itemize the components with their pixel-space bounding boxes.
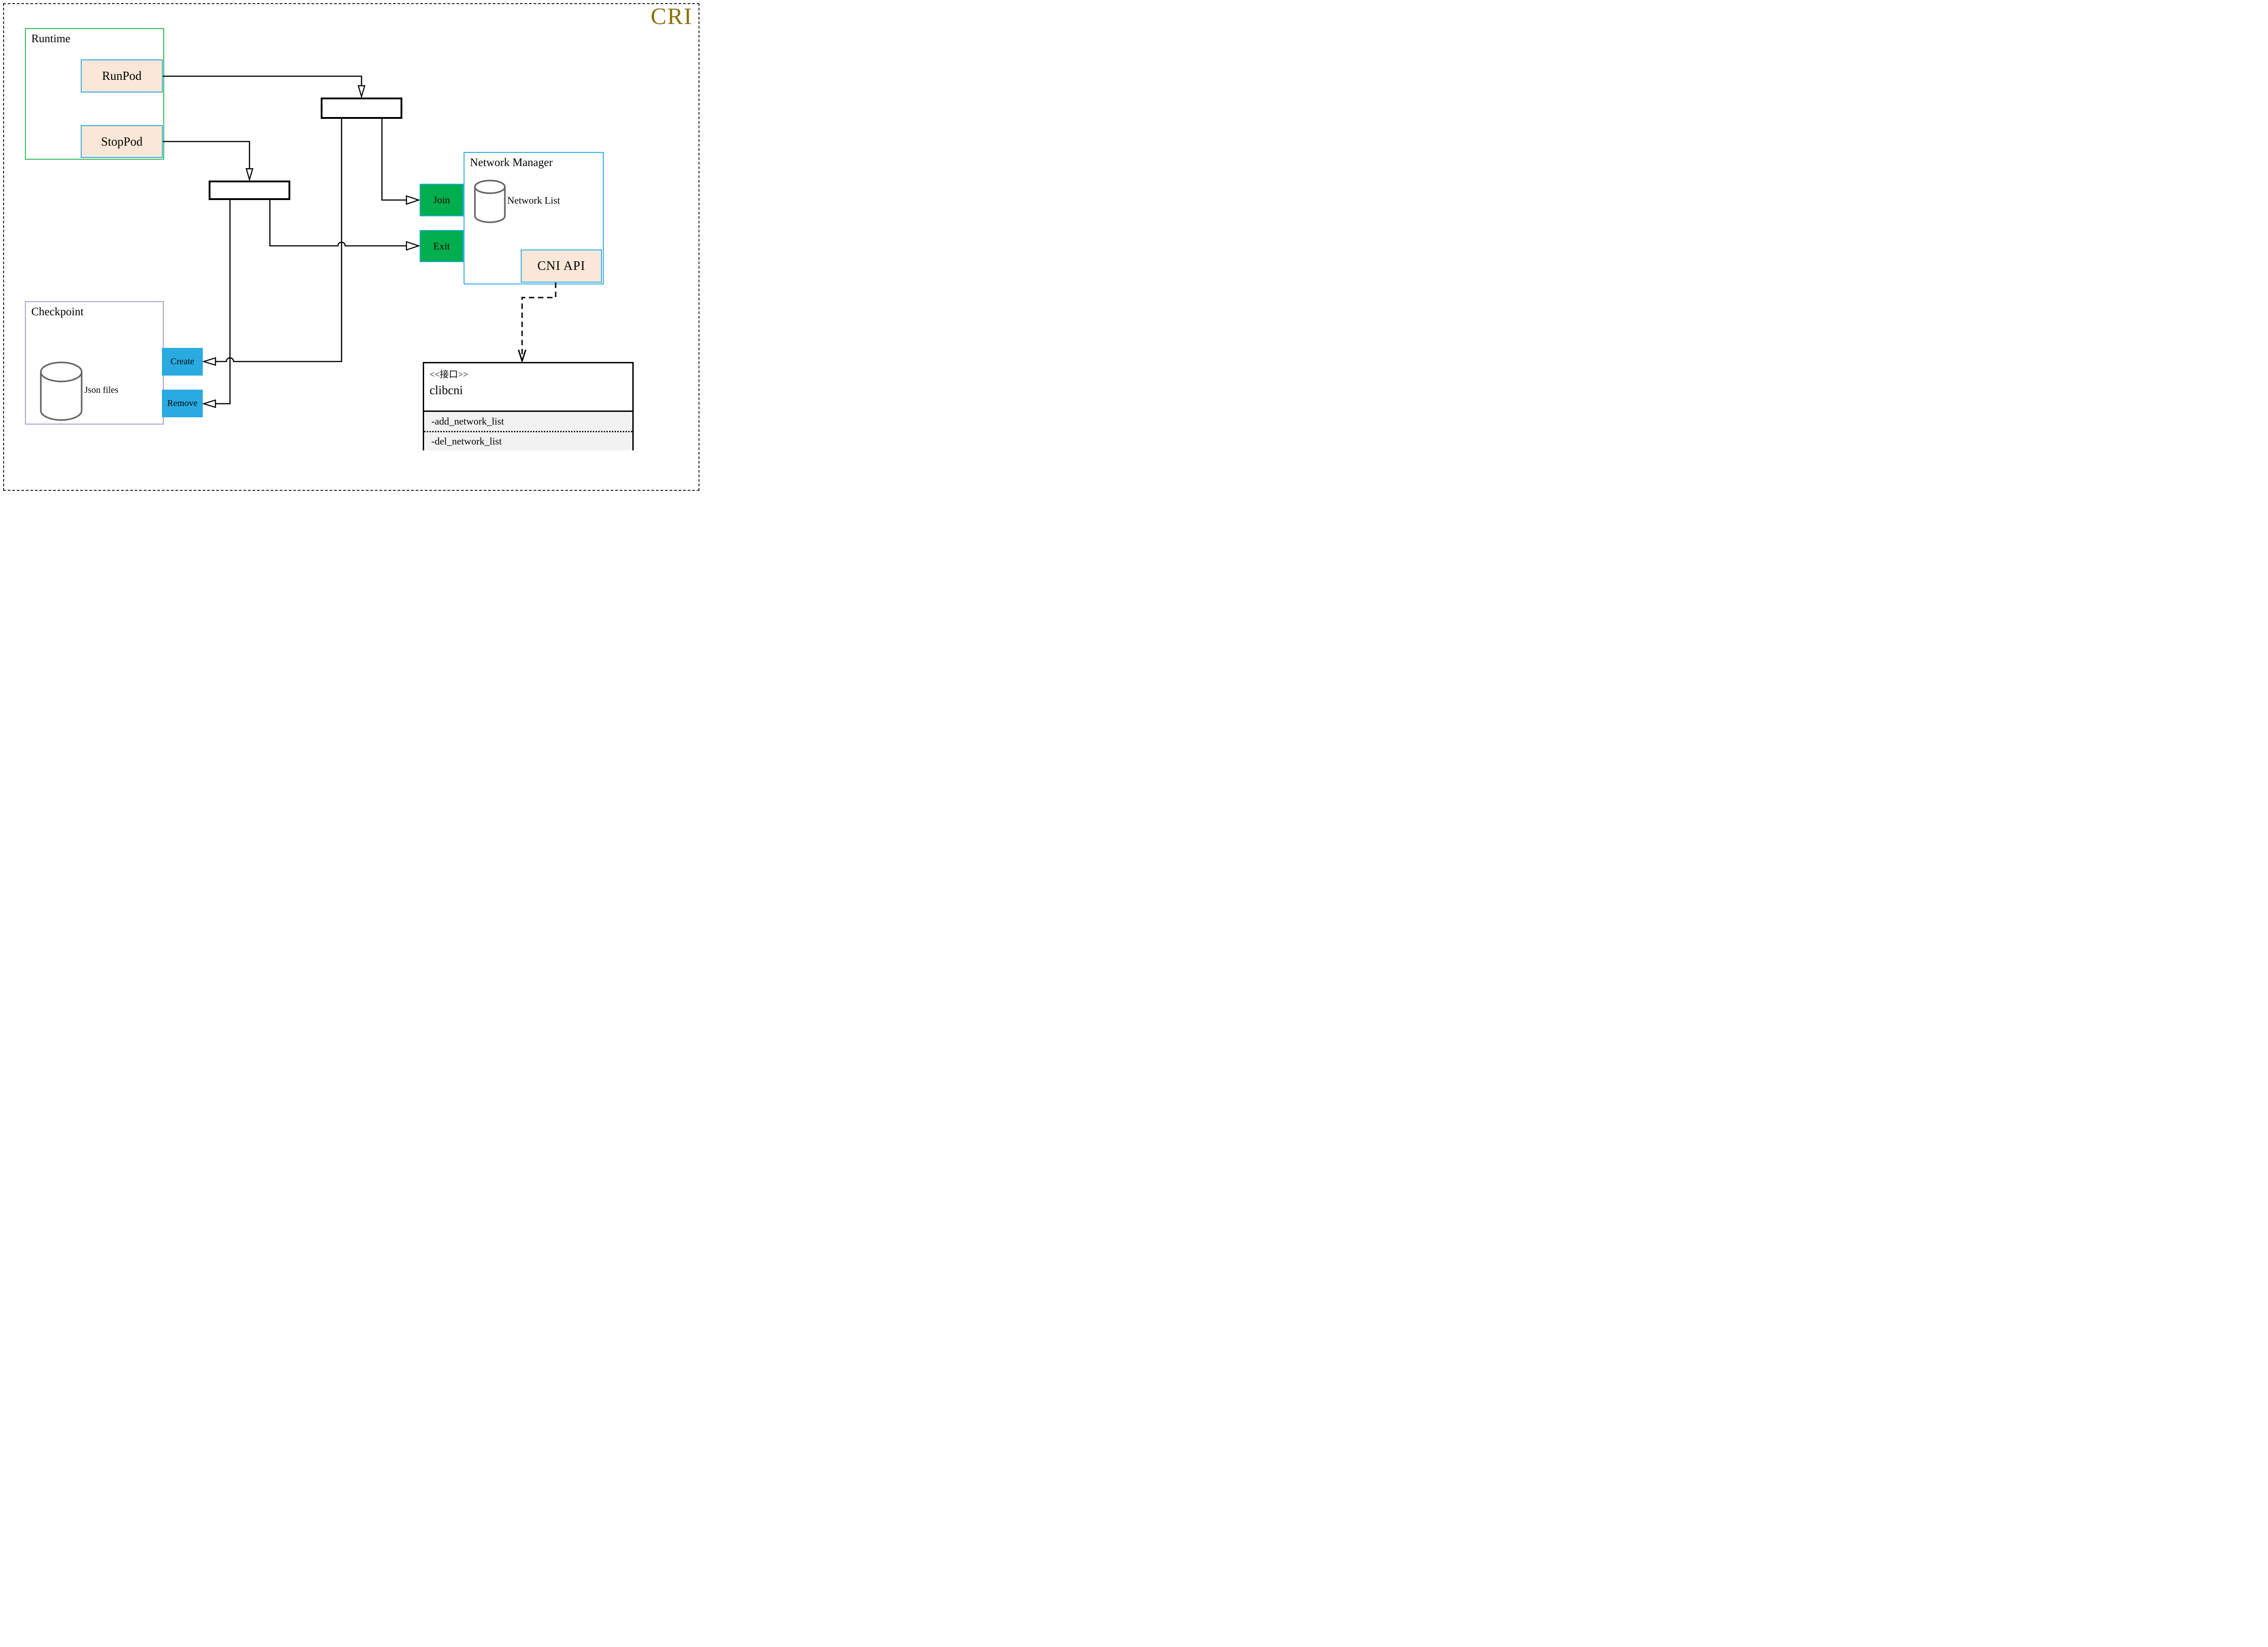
stoppod-label: StopPod bbox=[101, 134, 143, 148]
create-box: Create bbox=[162, 348, 203, 376]
junction-box-stoppod bbox=[209, 181, 290, 200]
join-label: Join bbox=[433, 194, 450, 205]
remove-box: Remove bbox=[162, 390, 203, 417]
stoppod-box: StopPod bbox=[81, 125, 163, 158]
network-list-label: Network List bbox=[507, 195, 560, 206]
checkpoint-box: Checkpoint bbox=[25, 301, 164, 425]
runpod-box: RunPod bbox=[81, 59, 163, 93]
json-files-label: Json files bbox=[84, 385, 118, 395]
clibcni-method-del-network-list: -del_network_list bbox=[424, 431, 632, 450]
clibcni-stereotype: <<接口>> bbox=[430, 370, 469, 380]
diagram-title: CRI bbox=[650, 4, 693, 29]
exit-box: Exit bbox=[420, 230, 464, 262]
clibcni-interface-box: <<接口>> clibcni -add_network_list -del_ne… bbox=[423, 362, 634, 450]
outer-dashed-border bbox=[3, 3, 699, 491]
cni-api-label: CNI API bbox=[537, 259, 586, 273]
exit-label: Exit bbox=[433, 240, 450, 252]
remove-label: Remove bbox=[167, 398, 198, 408]
runpod-label: RunPod bbox=[102, 69, 142, 83]
clibcni-name: clibcni bbox=[430, 383, 463, 397]
clibcni-method-add-network-list: -add_network_list bbox=[431, 415, 504, 427]
clibcni-header: <<接口>> clibcni bbox=[424, 363, 632, 412]
junction-box-runpod bbox=[321, 98, 402, 119]
runtime-label: Runtime bbox=[31, 33, 71, 45]
clibcni-methods-section: -add_network_list -del_network_list bbox=[424, 412, 632, 450]
diagram-canvas: CRI Runtime RunPod StopPod Network Manag… bbox=[0, 0, 703, 494]
checkpoint-label: Checkpoint bbox=[31, 306, 84, 318]
cni-api-box: CNI API bbox=[521, 249, 602, 283]
join-box: Join bbox=[420, 184, 464, 216]
network-manager-label: Network Manager bbox=[470, 156, 553, 169]
create-label: Create bbox=[170, 357, 195, 367]
